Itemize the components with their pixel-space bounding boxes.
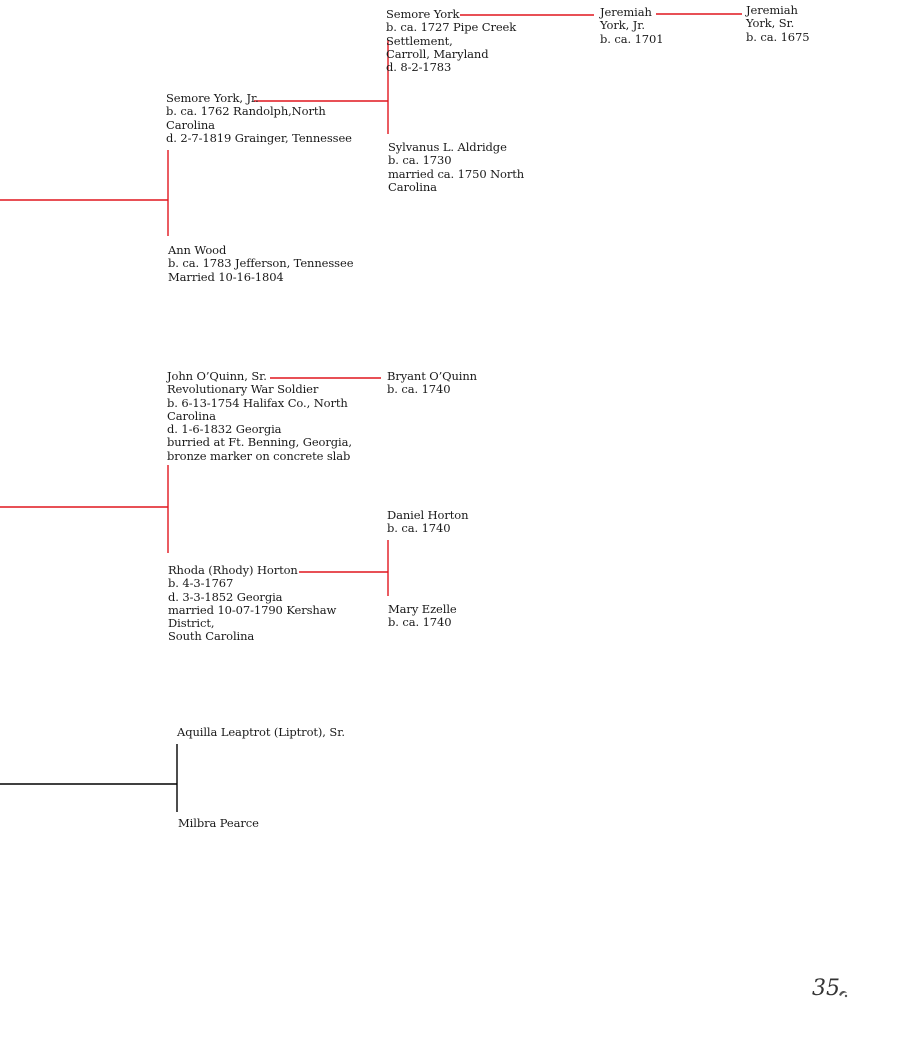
page-number: 35 bbox=[812, 976, 840, 1001]
person-name: Rhoda (Rhody) Horton bbox=[168, 563, 298, 577]
person-detail: burried at Ft. Benning, Georgia, bbox=[167, 435, 352, 450]
person-detail: York, Sr. bbox=[746, 16, 795, 31]
person-detail: married 10-07-1790 Kershaw bbox=[168, 602, 337, 617]
person-detail: b. 6-13-1754 Halifax Co., North bbox=[167, 395, 348, 410]
person-detail: District, bbox=[168, 616, 215, 631]
person-name: Aquilla Leaptrot (Liptrot), Sr. bbox=[177, 725, 345, 739]
person-jeremiah-york-jr: Jeremiah York, Jr. b. ca. 1701 bbox=[600, 5, 664, 46]
person-detail: Carolina bbox=[388, 179, 437, 194]
person-detail: d. 1-6-1832 Georgia bbox=[167, 422, 282, 437]
person-detail: York, Jr. bbox=[600, 18, 645, 33]
person-name: Jeremiah bbox=[746, 3, 798, 17]
person-detail: Married 10-16-1804 bbox=[168, 269, 284, 284]
person-mary-ezelle: Mary Ezelle b. ca. 1740 bbox=[388, 602, 457, 630]
person-detail: b. ca. 1675 bbox=[746, 29, 810, 44]
person-detail: b. ca. 1783 Jefferson, Tennessee bbox=[168, 256, 354, 271]
person-milbra-pearce: Milbra Pearce bbox=[178, 816, 259, 830]
person-sylvanus-aldridge: Sylvanus L. Aldridge b. ca. 1730 married… bbox=[388, 140, 525, 194]
person-detail: Carolina bbox=[167, 408, 216, 423]
person-name: John O’Quinn, Sr. bbox=[167, 369, 267, 383]
person-name: Semore York, Jr. bbox=[166, 91, 259, 105]
person-semore-york-jr: Semore York, Jr. b. ca. 1762 Randolph,No… bbox=[166, 91, 352, 145]
person-detail: b. ca. 1740 bbox=[387, 382, 451, 397]
person-name: Mary Ezelle bbox=[388, 602, 457, 616]
person-name: Milbra Pearce bbox=[178, 816, 259, 830]
person-detail: b. ca. 1762 Randolph,North bbox=[166, 104, 326, 119]
person-jeremiah-york-sr: Jeremiah York, Sr. b. ca. 1675 bbox=[746, 3, 810, 44]
person-detail: Revolutionary War Soldier bbox=[167, 382, 319, 397]
person-name: Daniel Horton bbox=[387, 508, 469, 522]
person-detail: b. ca. 1701 bbox=[600, 31, 664, 46]
person-detail: Carolina bbox=[166, 117, 215, 132]
person-detail: b. 4-3-1767 bbox=[168, 576, 234, 591]
person-name: Jeremiah bbox=[600, 5, 652, 19]
person-name: Bryant O’Quinn bbox=[387, 369, 477, 383]
person-detail: d. 2-7-1819 Grainger, Tennessee bbox=[166, 130, 352, 145]
person-detail: married ca. 1750 North bbox=[388, 166, 525, 181]
person-detail: d. 8-2-1783 bbox=[386, 60, 452, 75]
person-detail: Carroll, Maryland bbox=[386, 46, 489, 61]
person-detail: b. ca. 1740 bbox=[388, 615, 452, 630]
person-daniel-horton: Daniel Horton b. ca. 1740 bbox=[387, 508, 469, 536]
person-detail: b. ca. 1727 Pipe Creek bbox=[386, 20, 517, 35]
person-aquilla-leaptrot: Aquilla Leaptrot (Liptrot), Sr. bbox=[177, 725, 345, 739]
flourish-icon bbox=[839, 990, 848, 998]
person-detail: bronze marker on concrete slab bbox=[167, 448, 351, 463]
person-detail: Settlement, bbox=[386, 33, 453, 48]
person-john-oquinn-sr: John O’Quinn, Sr. Revolutionary War Sold… bbox=[167, 369, 352, 463]
person-detail: South Carolina bbox=[168, 629, 255, 644]
person-detail: b. ca. 1740 bbox=[387, 521, 451, 536]
person-name: Semore York bbox=[386, 7, 460, 21]
person-name: Ann Wood bbox=[168, 243, 227, 257]
person-rhoda-horton: Rhoda (Rhody) Horton b. 4-3-1767 d. 3-3-… bbox=[168, 563, 337, 644]
person-ann-wood: Ann Wood b. ca. 1783 Jefferson, Tennesse… bbox=[168, 243, 354, 284]
person-detail: b. ca. 1730 bbox=[388, 153, 452, 168]
person-name: Sylvanus L. Aldridge bbox=[388, 140, 507, 154]
person-semore-york: Semore York b. ca. 1727 Pipe Creek Settl… bbox=[386, 7, 517, 75]
person-detail: d. 3-3-1852 Georgia bbox=[168, 589, 283, 604]
person-bryant-oquinn: Bryant O’Quinn b. ca. 1740 bbox=[387, 369, 477, 397]
